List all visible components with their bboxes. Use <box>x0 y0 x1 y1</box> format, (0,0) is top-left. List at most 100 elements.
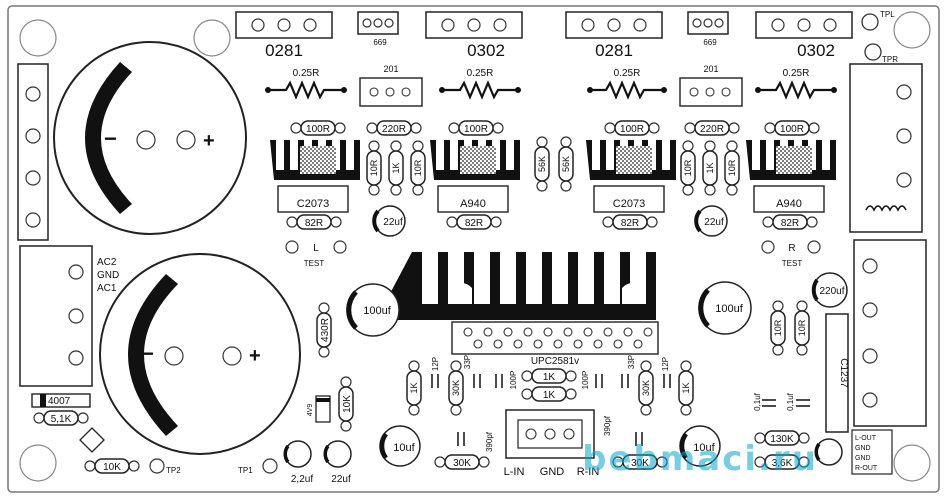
resistor-label: 220R <box>700 124 724 135</box>
ic-chip <box>451 321 659 355</box>
resistor-label: 82R <box>465 218 483 229</box>
resistor-label: 220R <box>382 124 406 135</box>
cap-label: 22uf <box>704 217 724 228</box>
cap-label: 100P <box>581 371 590 390</box>
pot-label: 201 <box>703 64 718 74</box>
led <box>79 427 105 453</box>
cap-label: 22uf <box>331 474 351 485</box>
input-label: R-IN <box>577 466 600 478</box>
resistor-label: 1K <box>543 372 556 383</box>
power-resistors <box>268 80 834 100</box>
resistor-label: 56K <box>561 156 571 172</box>
test-point-label: TPL <box>880 10 895 19</box>
input-label: GND <box>540 466 565 478</box>
output-label: R-OUT <box>855 465 878 472</box>
zener-diode <box>315 395 331 423</box>
resistor-label: 56K <box>537 156 547 172</box>
plus-sign: + <box>249 345 261 367</box>
plus-sign: + <box>203 130 215 152</box>
cap-label: 2,2uf <box>291 474 313 485</box>
resistor-label: 82R <box>305 218 323 229</box>
resistor-label: 100R <box>306 124 330 135</box>
channel-label: L <box>313 243 319 254</box>
resistor-label: 5,1K <box>51 414 72 425</box>
electrolytic-cap <box>372 205 406 237</box>
cap-label: 12P <box>661 357 670 371</box>
cap-label: 390pf <box>603 415 612 436</box>
test-point-label: TPR <box>882 55 898 64</box>
zener-label: 4V9 <box>307 404 314 417</box>
test-label: TEST <box>304 259 325 268</box>
transistor-label: 669 <box>373 38 387 47</box>
electrolytic-cap <box>815 438 843 466</box>
resistor-label: 10R <box>773 319 783 336</box>
cap-label: 12P <box>431 357 440 371</box>
resistor-label: 0.25R <box>783 68 810 79</box>
electrolytic-cap <box>694 205 728 237</box>
input-label: L-IN <box>504 466 525 478</box>
relay-ic <box>825 313 849 433</box>
cap-label: 22uf <box>383 217 403 228</box>
resistor-label: 1K <box>391 162 401 173</box>
ic-label: UPC2581v <box>531 356 579 367</box>
left-connector <box>17 63 49 241</box>
resistor-label: 0.25R <box>614 68 641 79</box>
channel-label: R <box>788 243 795 254</box>
watermark: bebmaci.ru <box>582 439 818 479</box>
cap-label: 33P <box>627 355 636 369</box>
resistor-label: 3,6K <box>772 458 793 469</box>
resistor-label: 10K <box>342 395 353 413</box>
cap-label: 100uf <box>715 303 743 315</box>
test-point-label: TP1 <box>238 466 253 475</box>
resistor-label: 1K <box>681 382 691 393</box>
output-label: GND <box>855 445 871 452</box>
ic2-label: C1237 <box>838 358 849 388</box>
resistor-label: 0.25R <box>467 68 494 79</box>
resistor-label: 1K <box>543 390 556 401</box>
resistor-label: 82R <box>781 218 799 229</box>
resistor-label: 100R <box>620 124 644 135</box>
cap-label: 10uf <box>393 442 415 454</box>
transistor-label: 0281 <box>265 41 303 60</box>
resistor-label: 30K <box>453 458 471 469</box>
cap-label: 100uf <box>363 305 391 317</box>
test-label: TEST <box>782 259 803 268</box>
resistor-label: 10R <box>369 159 379 176</box>
inductor <box>865 205 907 212</box>
cap-label: 33P <box>463 355 472 369</box>
cap-label: 100P <box>509 371 518 390</box>
electrolytic-cap <box>284 440 312 468</box>
cap-label: 0,1uf <box>786 392 795 411</box>
transistor-label: 669 <box>703 38 717 47</box>
electrolytic-cap <box>324 440 352 468</box>
resistor-label: 0.25R <box>293 68 320 79</box>
resistor-label: 30K <box>641 380 651 396</box>
ac2-label: AC2 <box>97 257 117 268</box>
cap-label: 220uf <box>819 286 844 297</box>
resistor-label: 1K <box>705 162 715 173</box>
cap-label: 0,1uf <box>753 392 762 411</box>
transistor-label: 0302 <box>797 41 835 60</box>
resistor-label: 10K <box>103 462 121 473</box>
minus-sign: − <box>104 126 117 151</box>
resistor-label: 10R <box>727 159 737 176</box>
gnd-label: GND <box>97 270 119 281</box>
output-label: GND <box>855 455 871 462</box>
cap-label: 390pf <box>485 431 494 452</box>
minus-sign: − <box>141 341 154 366</box>
output-terminal <box>851 429 893 475</box>
main-heatsink <box>376 252 656 320</box>
resistor-label: 10R <box>797 319 807 336</box>
resistor-label: 30K <box>451 380 461 396</box>
test-point <box>861 13 879 31</box>
resistor-label: 10R <box>413 159 423 176</box>
resistor-label: 82R <box>621 218 639 229</box>
speaker-connector <box>849 63 923 233</box>
heatsink-label: A940 <box>776 198 802 210</box>
cap-label: 10uf <box>693 442 715 454</box>
diode <box>31 393 91 408</box>
transistor-label: 0281 <box>595 41 633 60</box>
heatsink-label: C2073 <box>613 198 645 210</box>
resistor-label: 100R <box>464 124 488 135</box>
